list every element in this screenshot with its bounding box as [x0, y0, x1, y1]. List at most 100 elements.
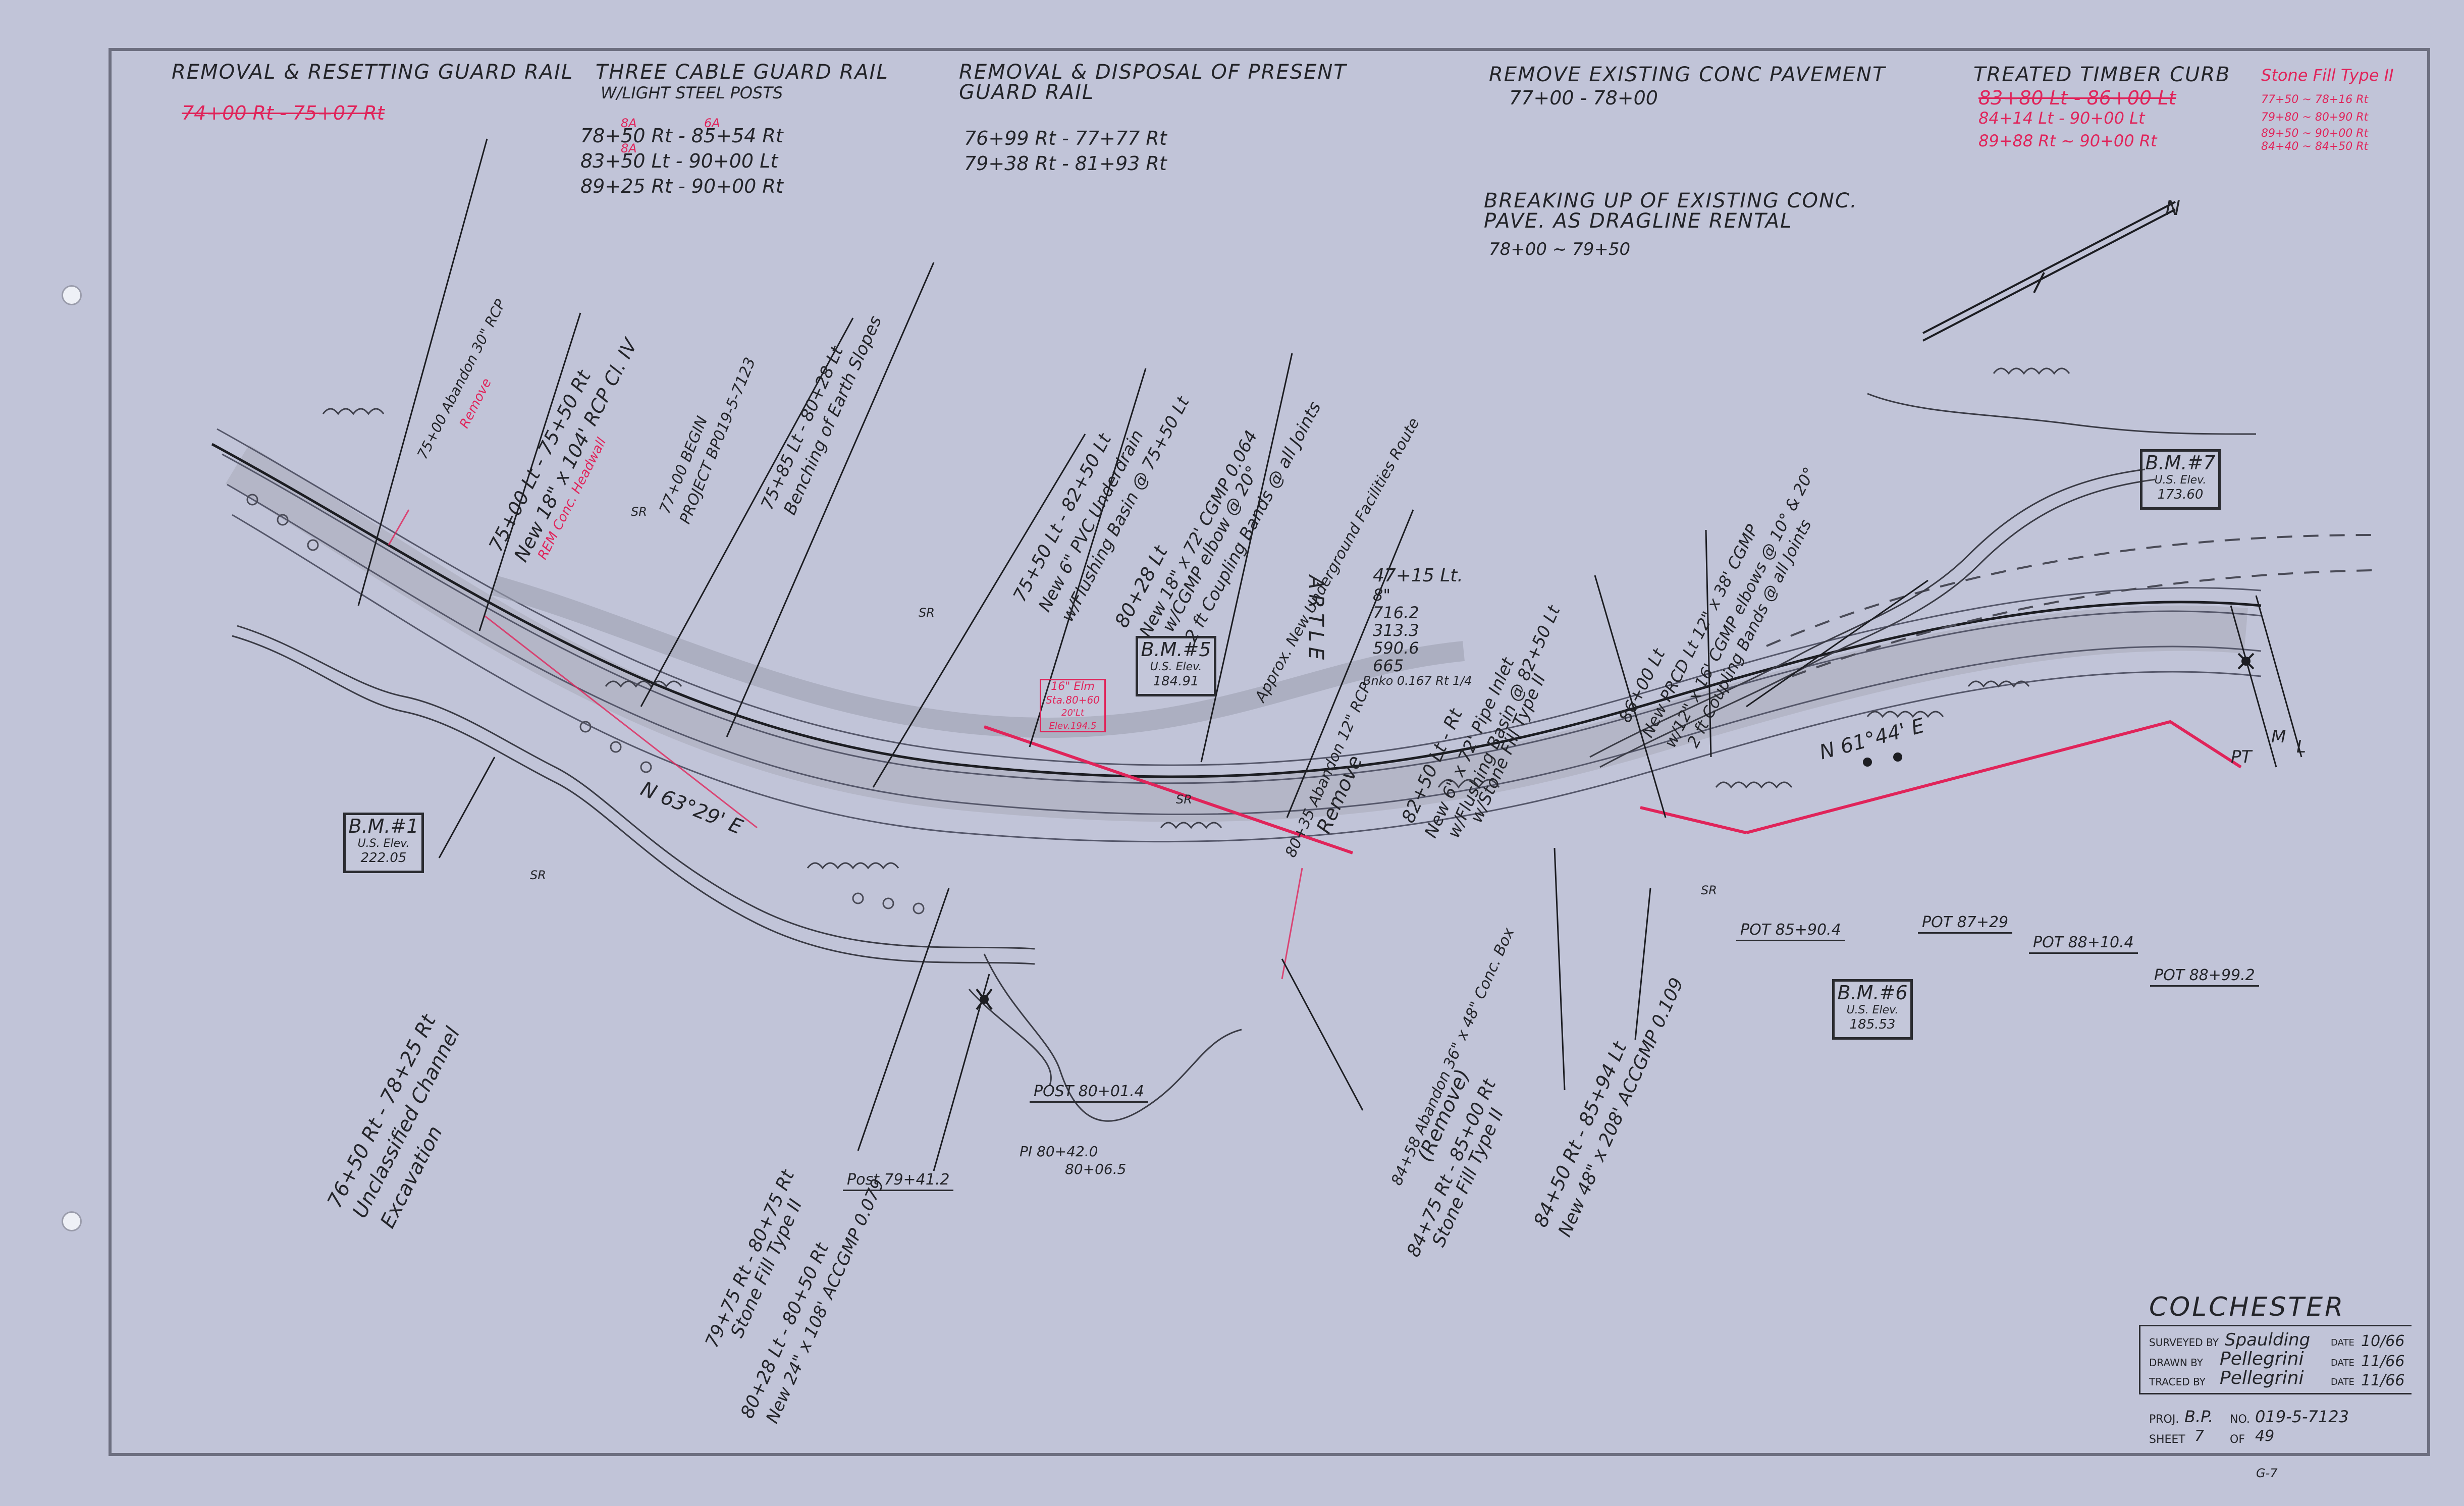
note-665: 665 — [1373, 656, 1404, 675]
binder-hole-top — [62, 285, 82, 305]
sheet-border — [109, 48, 2430, 1456]
benchmark-7-elev-label: U.S. Elev. — [2154, 474, 2207, 487]
title-block-rule-left — [2139, 1325, 2140, 1393]
note-artle: ARTLE — [1304, 575, 1327, 665]
removal-disposal-line-1: 76+99 Rt - 77+77 Rt — [964, 127, 1167, 149]
surveyed-date: 10/66 — [2361, 1332, 2405, 1350]
removal-disposal-subtitle: GUARD RAIL — [959, 81, 1095, 104]
sr-label-3: SR — [530, 868, 546, 882]
pi-label: PI 80+42.0 — [1020, 1143, 1098, 1160]
removal-disposal-title: REMOVAL & DISPOSAL OF PRESENT — [959, 61, 1347, 84]
sr-label-2: SR — [919, 606, 935, 620]
benchmark-6-elev: 185.53 — [1849, 1017, 1896, 1032]
elm-tree-station: Sta.80+60 — [1046, 694, 1100, 706]
remove-pavement-line: 77+00 - 78+00 — [1509, 87, 1658, 109]
title-block-rule-bottom — [2139, 1393, 2412, 1394]
three-cable-mark-2: 6A — [704, 116, 720, 130]
removal-disposal-line-2: 79+38 Rt - 81+93 Rt — [964, 152, 1167, 175]
stone-fill-line-4: 84+40 ~ 84+50 Rt — [2261, 140, 2369, 153]
drawn-name: Pellegrini — [2220, 1349, 2304, 1369]
three-cable-line-1: 78+50 Rt - 85+54 Rt — [580, 125, 783, 147]
surveyed-date-label: DATE — [2331, 1337, 2354, 1348]
north-letter: N — [2165, 197, 2180, 220]
stone-fill-line-2: 79+80 ~ 80+90 Rt — [2261, 111, 2369, 124]
benchmark-5: B.M.#5 U.S. Elev. 184.91 — [1136, 636, 1216, 696]
surveyed-name: Spaulding — [2225, 1330, 2311, 1350]
benchmark-1-label: B.M.#1 — [348, 815, 419, 837]
traced-label: TRACED BY — [2149, 1376, 2206, 1388]
title-block-rule-top — [2139, 1325, 2412, 1326]
benchmark-6: B.M.#6 U.S. Elev. 185.53 — [1832, 979, 1913, 1040]
breaking-up-line: 78+00 ~ 79+50 — [1489, 239, 1631, 259]
title-block: COLCHESTER SURVEYED BY Spaulding DATE 10… — [2139, 1292, 2422, 1448]
three-cable-line-2: 83+50 Lt - 90+00 Lt — [580, 150, 778, 172]
breaking-up-subtitle: PAVE. AS DRAGLINE RENTAL — [1484, 209, 1793, 233]
benchmark-5-label: B.M.#5 — [1141, 638, 1211, 661]
breaking-up-title: BREAKING UP OF EXISTING CONC. — [1484, 189, 1858, 212]
benchmark-1-elev: 222.05 — [360, 850, 407, 866]
note-47-15: 47+15 Lt. — [1373, 565, 1463, 586]
stone-fill-line-1: 77+50 ~ 78+16 Rt — [2261, 93, 2369, 106]
binder-hole-bottom — [62, 1211, 82, 1231]
post-80-label: POST 80+01.4 — [1030, 1083, 1148, 1103]
three-cable-mark-3: 8A — [621, 141, 637, 155]
drawn-label: DRAWN BY — [2149, 1357, 2204, 1369]
note-bnko: Bnko 0.167 Rt 1/4 — [1363, 674, 1472, 688]
line-m-label: M — [2271, 727, 2286, 747]
benchmark-1: B.M.#1 U.S. Elev. 222.05 — [343, 813, 424, 873]
timber-curb-line-3: 89+88 Rt ~ 90+00 Rt — [1978, 131, 2157, 150]
benchmark-6-elev-label: U.S. Elev. — [1846, 1004, 1899, 1016]
note-8in: 8" — [1373, 585, 1391, 605]
three-cable-subtitle: W/LIGHT STEEL POSTS — [601, 83, 783, 102]
removal-resetting-title: REMOVAL & RESETTING GUARD RAIL — [172, 61, 574, 84]
sr-label-4: SR — [1176, 792, 1192, 806]
of-label: OF — [2230, 1433, 2245, 1446]
pot-88b-label: POT 88+99.2 — [2150, 966, 2259, 987]
timber-curb-line-2: 84+14 Lt - 90+00 Lt — [1978, 109, 2145, 128]
title-block-title: COLCHESTER — [2149, 1292, 2345, 1322]
pot-88a-label: POT 88+10.4 — [2029, 934, 2138, 954]
note-590: 590.6 — [1373, 638, 1419, 658]
benchmark-7-label: B.M.#7 — [2145, 452, 2216, 474]
no-value: 019-5-7123 — [2255, 1407, 2349, 1426]
elm-tree-offset: 20'Lt Elev.194.5 — [1049, 708, 1097, 731]
timber-curb-title: TREATED TIMBER CURB — [1973, 63, 2231, 86]
note-716: 716.2 — [1373, 603, 1419, 622]
proj-value: B.P. — [2184, 1407, 2214, 1426]
elm-tree-box: 16" Elm Sta.80+60 20'Lt Elev.194.5 — [1040, 679, 1106, 732]
sheet-corner-code: G-7 — [2256, 1466, 2278, 1480]
pot-87-label: POT 87+29 — [1918, 913, 2013, 934]
timber-curb-line-1: 83+80 Lt - 86+00 Lt — [1978, 87, 2176, 109]
benchmark-1-elev-label: U.S. Elev. — [357, 837, 410, 850]
three-cable-title: THREE CABLE GUARD RAIL — [596, 61, 889, 84]
drawn-date: 11/66 — [2361, 1353, 2405, 1370]
benchmark-7: B.M.#7 U.S. Elev. 173.60 — [2140, 449, 2221, 510]
three-cable-mark-1: 8A — [621, 116, 637, 130]
benchmark-7-elev: 173.60 — [2157, 487, 2204, 502]
stone-fill-title: Stone Fill Type II — [2261, 66, 2394, 85]
sr-label-5: SR — [1701, 883, 1717, 897]
of-value: 49 — [2255, 1427, 2275, 1445]
traced-date-label: DATE — [2331, 1377, 2354, 1387]
traced-name: Pellegrini — [2220, 1368, 2304, 1388]
benchmark-5-elev-label: U.S. Elev. — [1150, 661, 1202, 673]
sheet-value: 7 — [2194, 1427, 2205, 1445]
no-label: NO. — [2230, 1413, 2250, 1426]
note-313: 313.3 — [1373, 621, 1419, 640]
drawn-date-label: DATE — [2331, 1358, 2354, 1368]
stone-fill-line-3: 89+50 ~ 90+00 Rt — [2261, 127, 2369, 140]
traced-date: 11/66 — [2361, 1372, 2405, 1389]
elm-tree-size: 16" Elm — [1051, 680, 1095, 693]
line-l-label: L — [2296, 737, 2306, 757]
pot-85-label: POT 85+90.4 — [1736, 921, 1845, 941]
three-cable-line-3: 89+25 Rt - 90+00 Rt — [580, 175, 783, 197]
remove-pavement-title: REMOVE EXISTING CONC PAVEMENT — [1489, 63, 1886, 86]
surveyed-label: SURVEYED BY — [2149, 1336, 2219, 1349]
removal-resetting-line: 74+00 Rt - 75+07 Rt — [182, 102, 385, 124]
pt-label: PT — [2231, 747, 2252, 767]
pi-label-2: 80+06.5 — [1065, 1161, 1127, 1177]
sr-label-1: SR — [631, 505, 647, 519]
sheet-label: SHEET — [2149, 1433, 2185, 1446]
